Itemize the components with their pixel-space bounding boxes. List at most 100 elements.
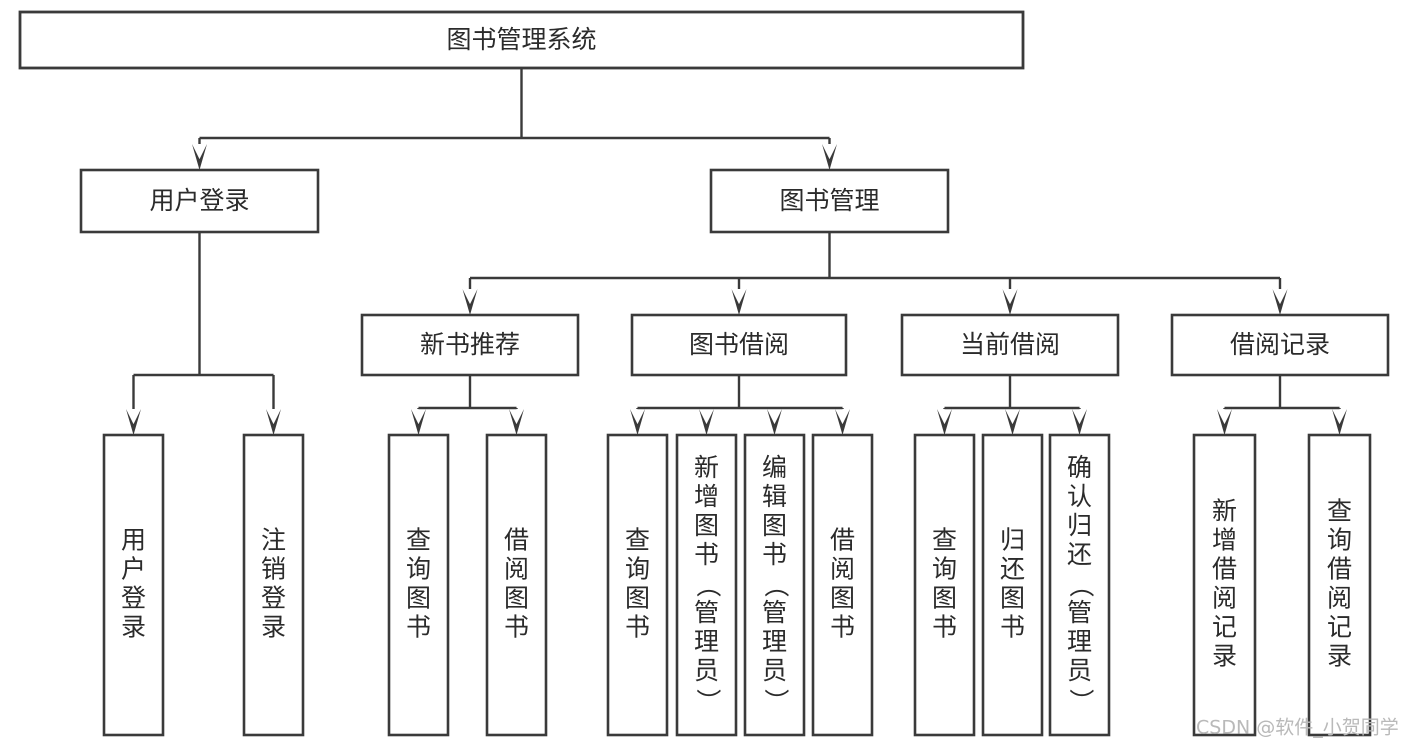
node-leaf-add-book-box[interactable] [675, 433, 738, 737]
svg-text:书: 书 [762, 540, 787, 569]
svg-text:还: 还 [1000, 555, 1025, 584]
book-borrow-to-leaves-arrow-3 [835, 409, 850, 435]
node-user-login-box[interactable] [79, 168, 320, 234]
svg-text:书: 书 [694, 540, 719, 569]
svg-text:查: 查 [625, 526, 650, 555]
edges-layer [126, 68, 1347, 435]
node-book-borrow-label: 图书借阅 [689, 330, 789, 359]
svg-text:还: 还 [1067, 540, 1092, 569]
svg-text:录: 录 [121, 613, 146, 642]
svg-text:书: 书 [1000, 613, 1025, 642]
node-leaf-user-login-box[interactable] [102, 433, 165, 737]
svg-text:图: 图 [625, 584, 650, 613]
book-borrow-to-leaves-arrow-0 [630, 409, 645, 435]
node-leaf-borrow-book-2-box[interactable] [811, 433, 874, 737]
bookmanage-to-level3-arrow-0 [462, 289, 478, 315]
node-leaf-query-book-2-box[interactable] [606, 433, 669, 737]
node-leaf-query-book-3-box[interactable] [913, 433, 976, 737]
node-leaf-logout-box[interactable] [242, 433, 305, 737]
svg-text:用: 用 [121, 526, 146, 555]
svg-text:书: 书 [625, 613, 650, 642]
node-leaf-confirm-return-box[interactable] [1048, 433, 1111, 737]
bookmanage-to-level3-arrow-3 [1272, 289, 1288, 315]
node-book-manage-box[interactable] [709, 168, 950, 234]
node-leaf-borrow-book-1-box[interactable] [485, 433, 548, 737]
borrow-record-to-leaves-arrow-0 [1217, 409, 1232, 435]
svg-text:理: 理 [1067, 627, 1092, 656]
node-book-manage-label: 图书管理 [779, 186, 879, 215]
svg-text:阅: 阅 [1327, 584, 1352, 613]
bookmanage-to-level3-arrow-1 [731, 289, 747, 315]
svg-text:图: 图 [694, 511, 719, 540]
svg-text:登: 登 [261, 584, 286, 613]
node-leaf-edit-book-box[interactable] [743, 433, 806, 737]
node-new-book-rec-box[interactable] [360, 313, 580, 377]
svg-text:销: 销 [261, 555, 286, 584]
svg-text:查: 查 [406, 526, 431, 555]
svg-text:管: 管 [694, 598, 719, 627]
svg-text:新: 新 [694, 453, 719, 482]
svg-text:书: 书 [406, 613, 431, 642]
svg-text:）: ） [694, 688, 723, 713]
svg-text:图: 图 [932, 584, 957, 613]
svg-text:归: 归 [1067, 511, 1092, 540]
svg-text:（: （ [1067, 572, 1096, 597]
new-book-rec-to-leaves-arrow-1 [509, 409, 524, 435]
current-borrow-to-leaves-arrow-2 [1072, 409, 1087, 435]
svg-text:确: 确 [1067, 453, 1092, 482]
svg-text:编: 编 [762, 453, 787, 482]
node-borrow-record-label: 借阅记录 [1230, 330, 1330, 359]
svg-text:记: 记 [1327, 613, 1352, 642]
svg-text:管: 管 [1067, 598, 1092, 627]
node-borrow-record-box[interactable] [1170, 313, 1390, 377]
svg-text:辑: 辑 [762, 482, 787, 511]
svg-text:图: 图 [1000, 584, 1025, 613]
node-root-label: 图书管理系统 [446, 25, 596, 54]
node-leaf-query-record-box[interactable] [1307, 433, 1372, 737]
node-new-book-rec-label: 新书推荐 [420, 330, 520, 359]
svg-text:管: 管 [762, 598, 787, 627]
svg-text:借: 借 [1212, 555, 1237, 584]
svg-text:员: 员 [1067, 656, 1092, 685]
node-leaf-add-record-box[interactable] [1192, 433, 1257, 737]
node-leaf-return-book-box[interactable] [981, 433, 1044, 737]
current-borrow-to-leaves-arrow-0 [937, 409, 952, 435]
svg-text:图: 图 [504, 584, 529, 613]
svg-text:借: 借 [1327, 555, 1352, 584]
svg-text:图: 图 [830, 584, 855, 613]
svg-text:注: 注 [261, 526, 286, 555]
svg-text:书: 书 [932, 613, 957, 642]
node-current-borrow-label: 当前借阅 [960, 330, 1060, 359]
csdn-watermark: CSDN @软件_小贺同学 [1196, 717, 1399, 739]
svg-text:（: （ [694, 572, 723, 597]
svg-text:）: ） [762, 688, 791, 713]
userlogin-to-leaves-arrow-0 [126, 409, 141, 435]
svg-text:录: 录 [1327, 642, 1352, 671]
node-book-borrow-box[interactable] [630, 313, 848, 377]
node-current-borrow-box[interactable] [900, 313, 1120, 377]
node-user-login-label: 用户登录 [149, 186, 249, 215]
svg-text:查: 查 [1327, 497, 1352, 526]
svg-text:询: 询 [1327, 526, 1352, 555]
node-leaf-query-book-1-box[interactable] [387, 433, 450, 737]
svg-text:记: 记 [1212, 613, 1237, 642]
borrow-record-to-leaves-arrow-1 [1332, 409, 1347, 435]
svg-text:书: 书 [830, 613, 855, 642]
svg-text:增: 增 [694, 482, 719, 511]
root-to-level2-arrow-0 [192, 144, 207, 170]
node-root-box[interactable] [18, 10, 1025, 70]
svg-text:查: 查 [932, 526, 957, 555]
svg-text:增: 增 [1212, 526, 1237, 555]
svg-text:图: 图 [406, 584, 431, 613]
